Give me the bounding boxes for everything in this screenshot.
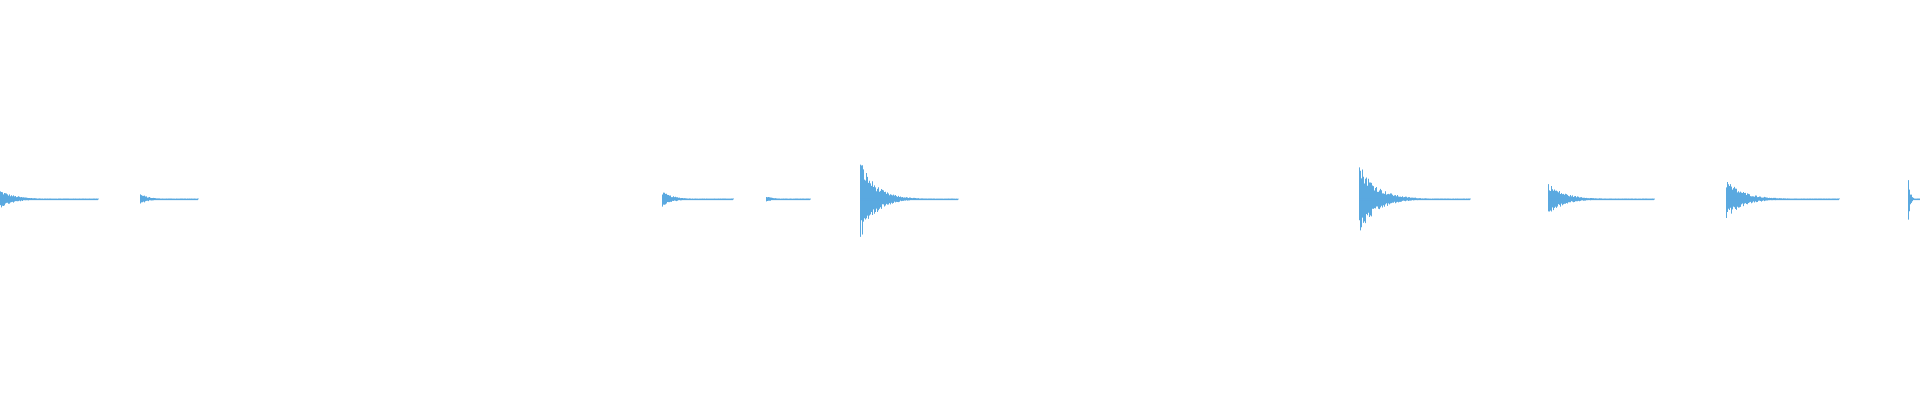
waveform-burst-9 <box>1908 180 1920 220</box>
waveform-burst-7 <box>1548 184 1655 212</box>
waveform-burst-5 <box>860 164 959 237</box>
waveform-burst-1 <box>0 191 99 208</box>
waveform-burst-envelope <box>1548 184 1655 212</box>
waveform-burst-2 <box>140 194 199 204</box>
waveform-burst-4 <box>766 196 811 202</box>
waveform-burst-envelope <box>860 164 959 237</box>
waveform-burst-6 <box>1359 167 1471 231</box>
waveform-burst-3 <box>662 192 734 207</box>
waveform-burst-envelope <box>1359 167 1471 231</box>
waveform-burst-8 <box>1726 181 1840 219</box>
